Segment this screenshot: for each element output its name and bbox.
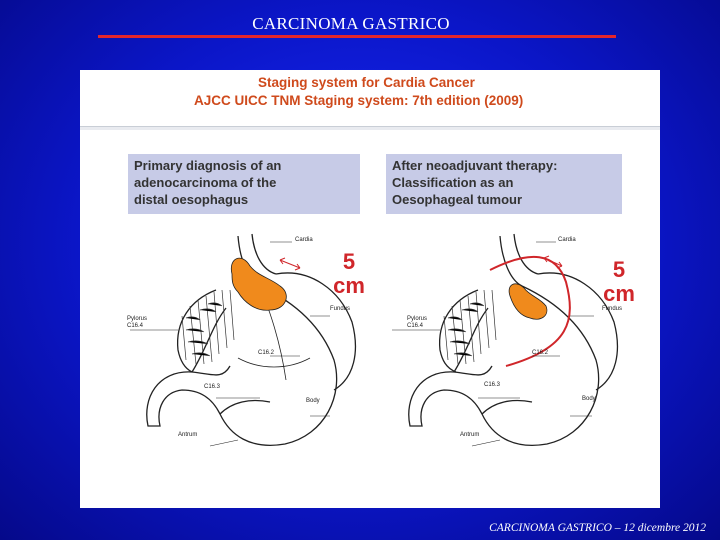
body-label-right: Body [582,396,596,403]
fundus-label-left: Fundus [330,306,350,313]
measure-value-right: 5 [594,258,644,282]
measure-left: 5 cm [324,250,374,298]
title-underline [98,35,616,38]
pylorus-label-right: Pylorus [407,316,427,323]
fundus-label-right: Fundus [602,306,622,313]
body-code-left: C16.2 [258,350,274,357]
pylorus-label-left: Pylorus [127,316,147,323]
right-caption-line: After neoadjuvant therapy: [392,157,616,174]
measure-unit-left: cm [324,274,374,298]
cardia-label-left: Cardia [295,237,313,244]
tumour-region [231,258,286,310]
content-panel: Staging system for Cardia Cancer AJCC UI… [80,70,660,508]
left-caption-box: Primary diagnosis of an adenocarcinoma o… [128,154,360,214]
measure-unit-right: cm [594,282,644,306]
pylorus-code-left: C16.4 [127,323,143,330]
left-caption-line: Primary diagnosis of an [134,157,354,174]
slide-title: CARCINOMA GASTRICO [0,14,702,34]
slide-footer: CARCINOMA GASTRICO – 12 dicembre 2012 [489,522,706,534]
right-caption-line: Oesophageal tumour [392,191,616,208]
left-caption-line: adenocarcinoma of the [134,174,354,191]
right-caption-line: Classification as an [392,174,616,191]
cardia-label-right: Cardia [558,237,576,244]
antrum-code-left: C16.3 [204,384,220,391]
pylorus-code-right: C16.4 [407,323,423,330]
panel-header: Staging system for Cardia Cancer AJCC UI… [80,70,660,127]
antrum-label-right: Antrum [460,432,479,439]
panel-heading-line1: Staging system for Cardia Cancer [258,75,475,90]
measure-value-left: 5 [324,250,374,274]
body-label-left: Body [306,398,320,405]
antrum-label-left: Antrum [178,432,197,439]
body-code-right: C16.2 [532,350,548,357]
measure-right: 5 cm [594,258,644,306]
right-caption-box: After neoadjuvant therapy: Classificatio… [386,154,622,214]
panel-heading-line2: AJCC UICC TNM Staging system: 7th editio… [194,93,523,108]
antrum-code-right: C16.3 [484,382,500,389]
left-caption-line: distal oesophagus [134,191,354,208]
header-divider [80,127,660,130]
